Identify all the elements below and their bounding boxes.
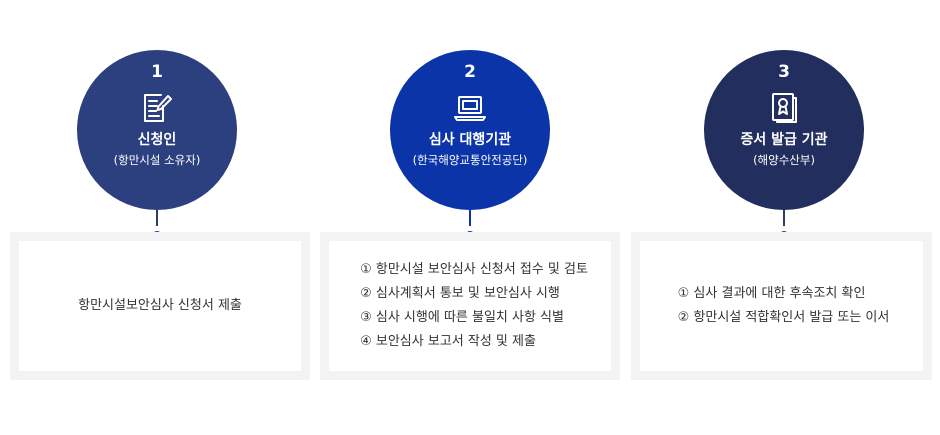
task-list: ① 항만시설 보안심사 신청서 접수 및 검토 ② 심사계획서 통보 및 보안심… [352, 258, 588, 354]
certificate-icon [772, 93, 797, 123]
step-3-circle: 3 증서 발급 기관 (해양수산부) [704, 50, 864, 210]
step-3: 3 증서 발급 기관 (해양수산부) ① 심사 결과에 대한 후속조치 확인 ②… [631, 0, 932, 435]
step-number: 3 [778, 62, 790, 82]
step-title: 증서 발급 기관 [740, 132, 828, 148]
step-2-description-box: ① 항만시설 보안심사 신청서 접수 및 검토 ② 심사계획서 통보 및 보안심… [320, 232, 620, 380]
step-number: 2 [464, 62, 476, 82]
connector-line [469, 210, 471, 226]
description-text: 항만시설보안심사 신청서 제출 [78, 298, 242, 313]
task-item: ④ 보안심사 보고서 작성 및 제출 [360, 334, 536, 349]
step-subtitle: (항만시설 소유자) [113, 153, 201, 167]
step-1-circle: 1 신청인 (항만시설 소유자) [77, 50, 237, 210]
task-item: ③ 심사 시행에 따른 불일치 사항 식별 [360, 310, 564, 325]
task-item: ① 심사 결과에 대한 후속조치 확인 [677, 286, 866, 301]
connector-line [783, 210, 785, 226]
step-2-circle: 2 심사 대행기관 (한국해양교통안전공단) [390, 50, 550, 210]
connector-line [156, 210, 158, 226]
step-number: 1 [151, 62, 163, 82]
step-1-description-box: 항만시설보안심사 신청서 제출 [10, 232, 310, 380]
task-list: ① 심사 결과에 대한 후속조치 확인 ② 항만시설 적합확인서 발급 또는 이… [674, 282, 890, 330]
description-panel: ① 항만시설 보안심사 신청서 접수 및 검토 ② 심사계획서 통보 및 보안심… [329, 241, 611, 371]
laptop-icon [454, 96, 486, 121]
description-panel: ① 심사 결과에 대한 후속조치 확인 ② 항만시설 적합확인서 발급 또는 이… [640, 241, 923, 371]
step-subtitle: (해양수산부) [753, 153, 815, 167]
task-item: ② 심사계획서 통보 및 보안심사 시행 [360, 286, 560, 301]
task-item: ② 항만시설 적합확인서 발급 또는 이서 [677, 310, 890, 325]
step-title: 신청인 [137, 132, 177, 148]
step-title: 심사 대행기관 [428, 132, 512, 148]
step-subtitle: (한국해양교통안전공단) [412, 153, 528, 167]
task-item: ① 항만시설 보안심사 신청서 접수 및 검토 [360, 262, 588, 277]
step-3-description-box: ① 심사 결과에 대한 후속조치 확인 ② 항만시설 적합확인서 발급 또는 이… [631, 232, 932, 380]
description-panel: 항만시설보안심사 신청서 제출 [19, 241, 301, 371]
document-pen-icon [144, 94, 172, 122]
step-1: 1 신청인 (항만시설 소유자) 항만시설보안심사 신청서 제출 [10, 0, 310, 435]
step-2: 2 심사 대행기관 (한국해양교통안전공단) ① 항만시설 보안심사 신청서 접… [320, 0, 620, 435]
